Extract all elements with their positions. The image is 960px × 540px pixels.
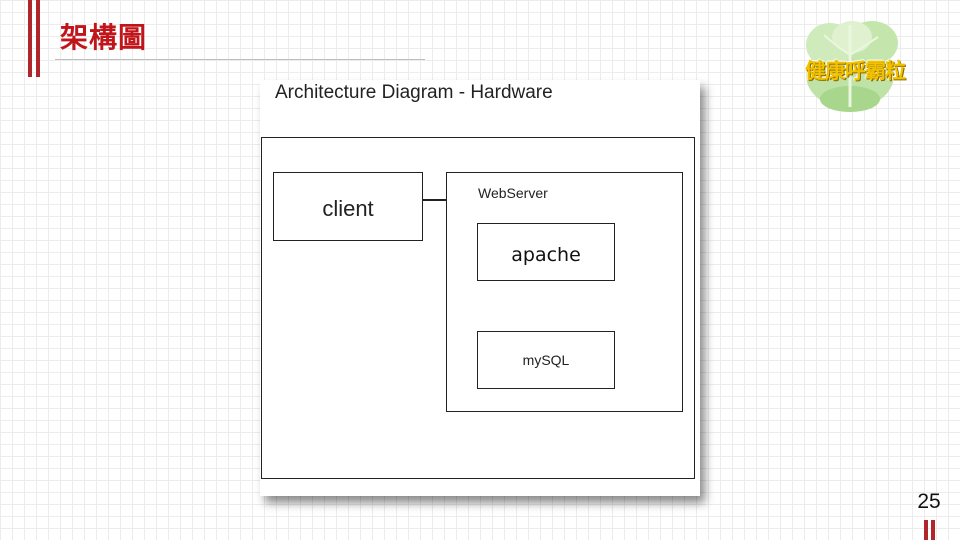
client-webserver-connector [423,199,447,201]
left-accent-bar-2 [36,0,40,77]
bottom-accent-bar-1 [924,520,928,540]
diagram-title: Architecture Diagram - Hardware [275,82,553,103]
mysql-node: mySQL [477,331,615,389]
brand-logo: 健康呼霸粒 [780,15,930,115]
left-accent-bar-1 [28,0,32,77]
mysql-label: mySQL [522,352,570,368]
page-number: 25 [917,490,941,513]
title-underline [55,59,425,60]
client-label: client [322,196,374,221]
apache-label: apache [511,244,581,266]
apache-node: apache [477,223,615,281]
architecture-diagram: Architecture Diagram - Hardware client W… [260,80,700,496]
cabbage-icon [806,21,898,112]
logo-text: 健康呼霸粒 [805,59,906,83]
slide-title: 架構圖 [60,21,148,54]
webserver-label: WebServer [478,185,548,201]
bottom-accent-bar-2 [931,520,935,540]
client-node: client [273,172,423,241]
